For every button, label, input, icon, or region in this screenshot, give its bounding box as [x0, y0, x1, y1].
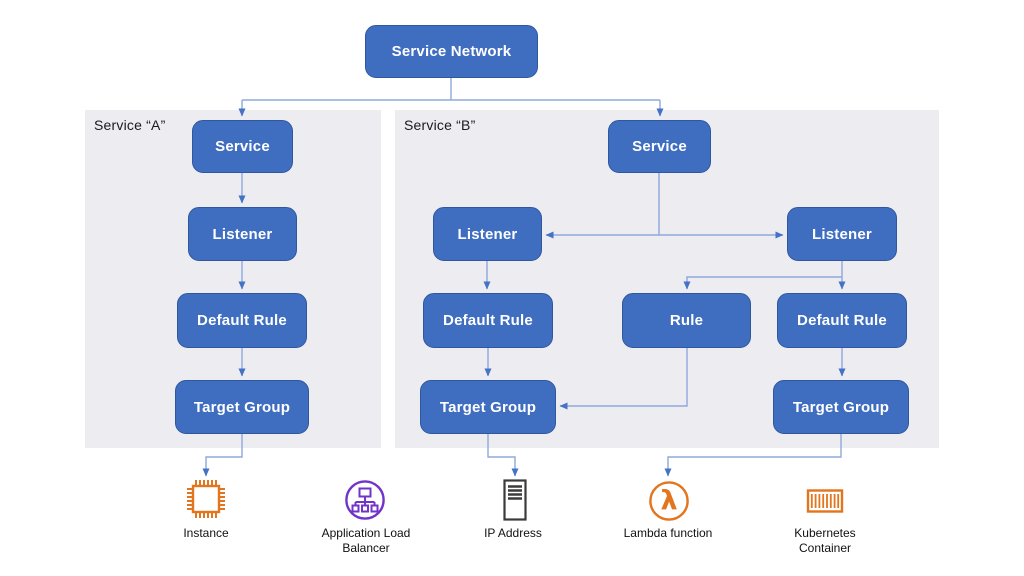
panel-service-a-label: Service “A”	[94, 117, 166, 133]
ip-address-icon	[503, 479, 527, 521]
node-listener-b-left: Listener	[433, 207, 542, 261]
node-service-network: Service Network	[365, 25, 538, 78]
node-target-group-a: Target Group	[175, 380, 309, 434]
lambda-function-label: Lambda function	[623, 526, 713, 540]
application-load-balancer-icon	[345, 480, 385, 520]
kubernetes-container-label: Kubernetes Container	[794, 526, 856, 555]
ip-address-label: IP Address	[484, 526, 542, 540]
node-default-rule-b-left: Default Rule	[423, 293, 553, 348]
application-load-balancer-label: Application Load Balancer	[321, 526, 411, 555]
instance-label: Instance	[183, 526, 229, 540]
panel-service-b-label: Service “B”	[404, 117, 476, 133]
node-service-a: Service	[192, 120, 293, 173]
lambda-function-icon: λ	[649, 481, 689, 521]
node-service-b: Service	[608, 120, 711, 173]
node-default-rule-a: Default Rule	[177, 293, 307, 348]
lambda-glyph: λ	[660, 486, 677, 517]
node-listener-a: Listener	[188, 207, 297, 261]
node-target-group-b-left: Target Group	[420, 380, 556, 434]
node-listener-b-right: Listener	[787, 207, 897, 261]
node-default-rule-b-right: Default Rule	[777, 293, 907, 348]
node-rule-b: Rule	[622, 293, 751, 348]
node-target-group-b-right: Target Group	[773, 380, 909, 434]
kubernetes-container-icon	[806, 489, 844, 513]
ec2-instance-icon	[187, 480, 225, 518]
